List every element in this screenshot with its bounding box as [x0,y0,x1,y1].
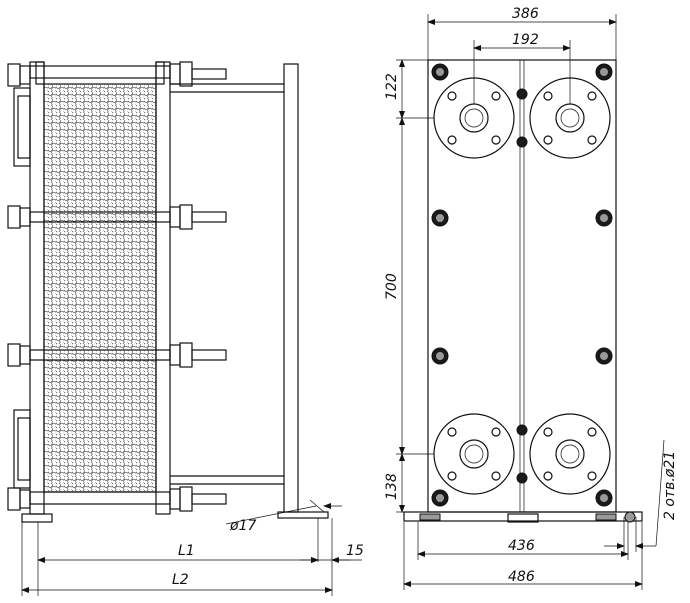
nozzle-flange [13,409,31,489]
base-436-label: 436 [508,538,535,554]
base-486-label: 486 [508,569,535,585]
support-column [283,63,299,513]
side-view [7,61,329,523]
foot-holes-label: 2 отв.ø21 [662,451,678,520]
foot-hole [624,511,636,523]
bottom-bar [29,491,171,505]
support-foot [277,511,329,519]
bolt-heads-left [7,63,31,511]
fixed-plate [29,61,45,515]
side-dimensions [21,499,362,596]
l2-label: L2 [172,572,189,588]
front-view [403,59,643,523]
height-122-label: 122 [384,73,400,100]
flange-bottom-left [433,413,515,495]
nozzle-flange [13,87,31,167]
front-frame-plate [427,59,617,513]
spacing-192-label: 192 [512,32,539,48]
pressure-plate [155,61,171,515]
height-700-label: 700 [384,273,400,300]
l1-label: L1 [178,543,195,559]
height-138-label: 138 [384,473,400,500]
width-386-label: 386 [512,6,539,22]
flange-bottom-right [529,413,611,495]
bolt-nuts-right [169,61,227,512]
plate-pack [43,83,157,493]
top-bar [29,65,171,79]
front-base-plate [403,511,643,522]
bolt-diameter-label: ø17 [229,518,256,534]
left-foot [21,513,53,523]
offset-15-label: 15 [346,543,364,559]
front-dimensions [396,14,665,590]
frame-bolts [431,63,613,507]
